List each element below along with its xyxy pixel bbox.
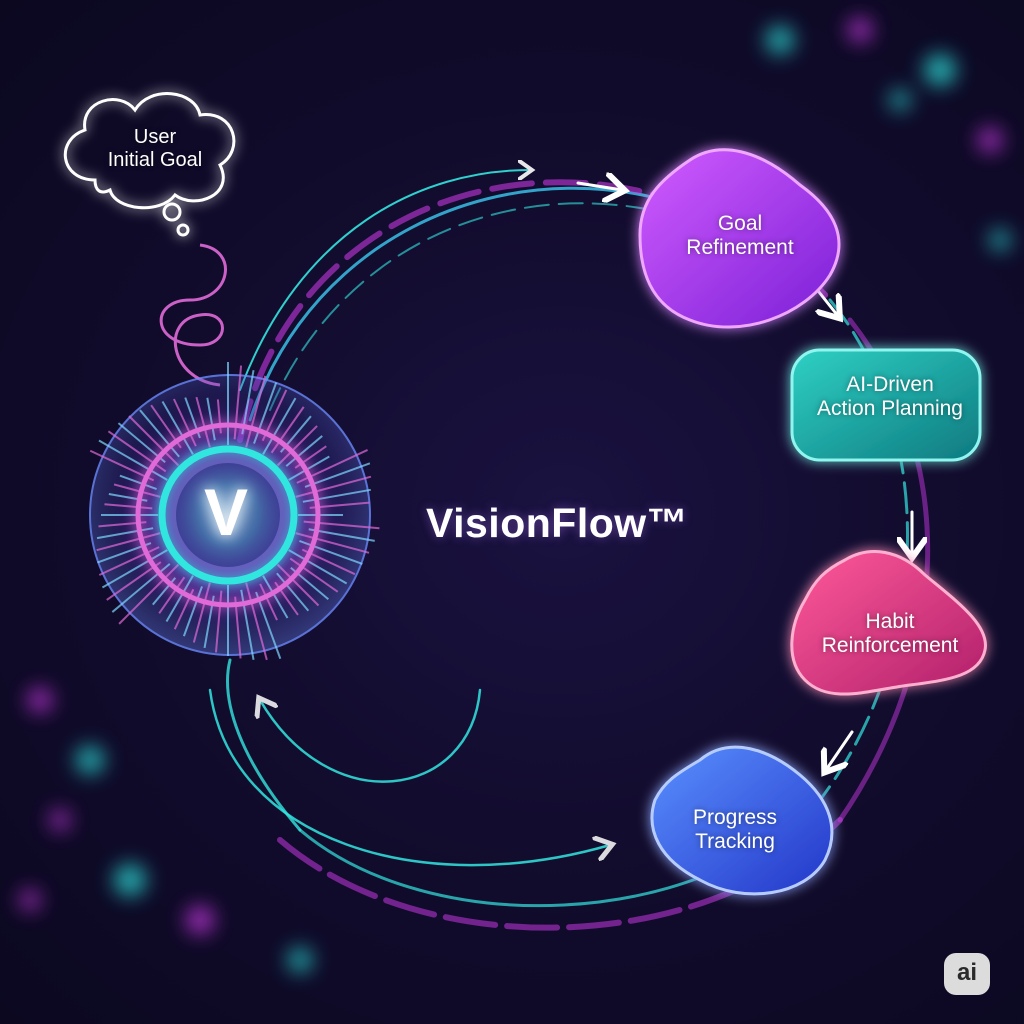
step-node-goal-refinement <box>638 148 841 329</box>
plan-line-2: Action Planning <box>817 397 963 421</box>
orb-ray <box>270 406 305 454</box>
orb-ray <box>253 382 278 444</box>
progress-tracking-label: Progress Tracking <box>635 806 835 854</box>
goal-refinement-label: Goal Refinement <box>640 212 840 260</box>
orb-ray <box>262 397 297 455</box>
orb-ray <box>288 549 348 585</box>
orb-letter: V <box>203 475 249 549</box>
orb-ray <box>101 549 168 589</box>
orb-ray <box>262 575 289 619</box>
orb-ray <box>161 401 194 455</box>
step-node-action-planning <box>790 348 982 462</box>
orb-ray <box>106 561 162 601</box>
background-bokeh <box>20 18 1010 972</box>
step-node-progress-tracking <box>650 745 834 896</box>
user-initial-goal-label: User Initial Goal <box>70 126 240 172</box>
orb-ray <box>139 409 180 458</box>
orb-ray <box>308 528 375 542</box>
orb-ray <box>104 503 153 510</box>
action-planning-label: AI-Driven Action Planning <box>790 373 990 421</box>
orb-ray <box>195 396 211 448</box>
orb-ray <box>98 546 160 576</box>
brand-title: VisionFlow™ <box>426 500 689 546</box>
vision-orb <box>89 362 380 661</box>
orb-ray <box>128 415 180 467</box>
orb-ray <box>182 586 203 637</box>
orb-ray <box>241 370 255 435</box>
orb-ray <box>119 474 157 490</box>
orb-ray <box>302 488 371 503</box>
orb-ray <box>89 449 155 482</box>
orb-ray <box>276 563 320 607</box>
thought-swirl <box>159 243 227 387</box>
cloud-line-2: Initial Goal <box>107 149 203 171</box>
orb-ray <box>172 398 197 447</box>
orb-ray <box>118 563 180 625</box>
orb-ray <box>299 540 363 565</box>
orb-ray <box>192 582 211 643</box>
progress-line-1: Progress <box>692 806 778 829</box>
orb-ray <box>295 475 372 498</box>
orb-ray <box>165 575 194 623</box>
orb-ray <box>113 483 161 498</box>
orb-ray <box>96 532 161 552</box>
orb-ray <box>295 532 370 554</box>
orb-ray <box>255 591 282 660</box>
orb-ray <box>158 576 186 614</box>
orb-ray <box>245 582 268 661</box>
progress-line-2: Tracking <box>695 830 775 854</box>
flow-arrows <box>576 183 912 770</box>
orb-ray <box>289 557 339 593</box>
habit-line-1: Habit <box>865 610 915 633</box>
orb-ray <box>214 590 223 653</box>
orb-ray <box>285 435 323 467</box>
orb-ray <box>206 397 216 441</box>
orb-ray <box>304 462 371 488</box>
plan-line-1: AI-Driven <box>846 373 934 396</box>
orb-ray <box>245 375 267 448</box>
orb-ray <box>276 425 318 467</box>
thought-cloud <box>63 92 236 237</box>
step-node-habit-reinforcement <box>790 550 987 696</box>
habit-line-2: Reinforcement <box>821 634 959 658</box>
orb-ray <box>276 572 310 612</box>
habit-reinforcement-label: Habit Reinforcement <box>790 610 990 658</box>
orb-ray <box>288 455 330 481</box>
goal-line-2: Refinement <box>686 236 794 260</box>
cloud-line-1: User <box>133 126 177 148</box>
ai-badge: ai <box>944 953 990 995</box>
orb-ray <box>98 439 168 481</box>
orb-ray <box>96 527 154 540</box>
orb-ray <box>259 583 278 621</box>
goal-line-1: Goal <box>717 212 763 235</box>
